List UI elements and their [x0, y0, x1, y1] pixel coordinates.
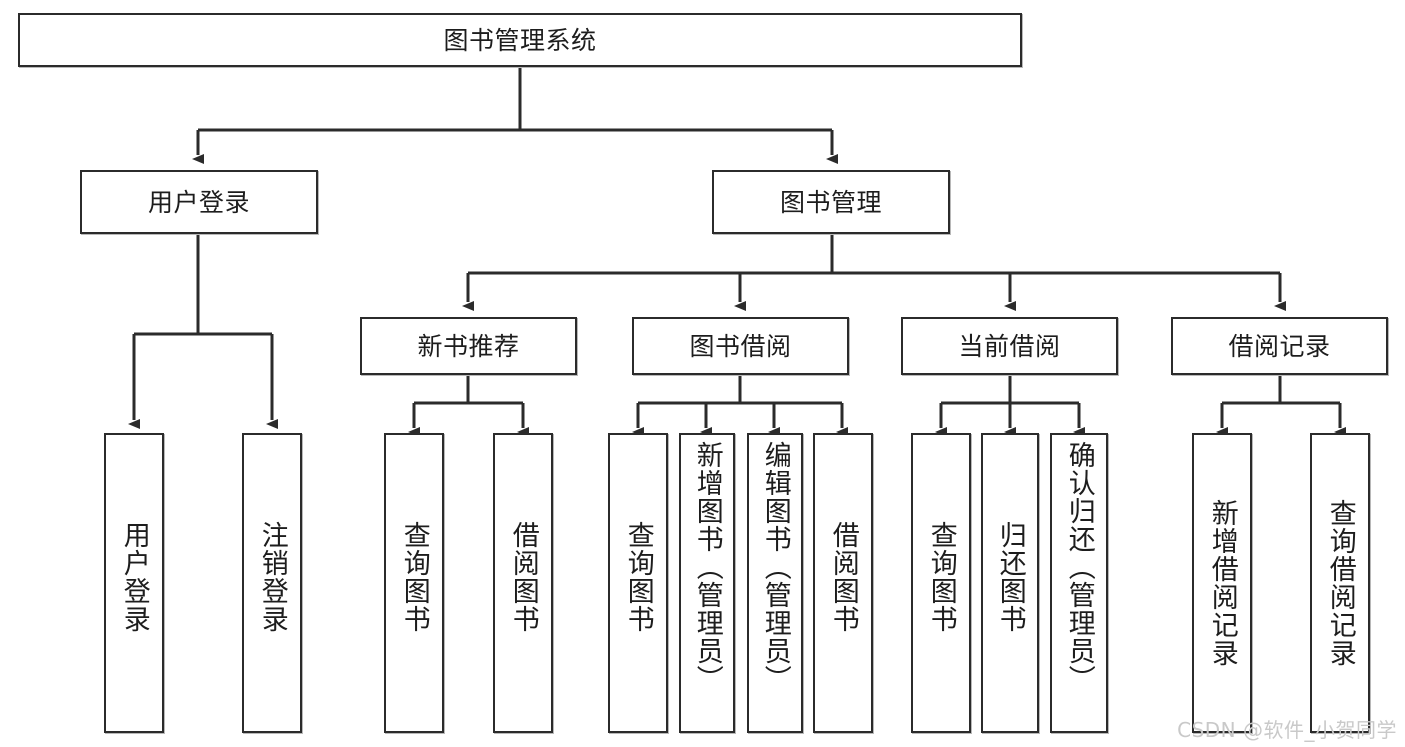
node-label: 查询图书 [925, 521, 957, 633]
node-label: 用户登录 [147, 187, 250, 217]
node-label: 图书借阅 [689, 331, 792, 361]
node-label: 查询图书 [398, 521, 430, 633]
node-new-book-recommendation[interactable]: 新书推荐 [360, 317, 577, 375]
node-label: 借阅记录 [1228, 331, 1331, 361]
node-label: 新书推荐 [417, 331, 520, 361]
leaf-user-login[interactable]: 用户登录 [104, 433, 164, 733]
node-book-management[interactable]: 图书管理 [712, 170, 950, 234]
leaf-edit-book-admin[interactable]: 编辑图书（管理员） [747, 433, 803, 733]
leaf-borrow-book-bb[interactable]: 借阅图书 [813, 433, 873, 733]
node-label: 新增借阅记录 [1206, 499, 1238, 667]
leaf-return-book[interactable]: 归还图书 [981, 433, 1039, 733]
leaf-query-borrowing-record[interactable]: 查询借阅记录 [1310, 433, 1370, 733]
node-user-login[interactable]: 用户登录 [80, 170, 318, 234]
node-label: 查询借阅记录 [1324, 499, 1356, 667]
node-label: 用户登录 [118, 521, 150, 633]
node-label: 注销登录 [256, 521, 288, 633]
node-label: 确认归还（管理员） [1063, 441, 1095, 693]
node-label: 归还图书 [994, 521, 1026, 633]
leaf-query-book-cb[interactable]: 查询图书 [911, 433, 971, 733]
leaf-logout[interactable]: 注销登录 [242, 433, 302, 733]
node-label: 新增图书（管理员） [691, 441, 723, 693]
node-label: 查询图书 [622, 521, 654, 633]
node-current-borrowing[interactable]: 当前借阅 [901, 317, 1118, 375]
node-label: 当前借阅 [958, 331, 1061, 361]
leaf-query-book-bb[interactable]: 查询图书 [608, 433, 668, 733]
leaf-borrow-book-nbr[interactable]: 借阅图书 [493, 433, 553, 733]
node-root-book-management-system[interactable]: 图书管理系统 [18, 13, 1022, 67]
node-label: 图书管理 [779, 187, 882, 217]
node-borrowing-records[interactable]: 借阅记录 [1171, 317, 1388, 375]
leaf-add-book-admin[interactable]: 新增图书（管理员） [679, 433, 735, 733]
node-label: 编辑图书（管理员） [759, 441, 791, 693]
node-label: 借阅图书 [827, 521, 859, 633]
leaf-add-borrowing-record[interactable]: 新增借阅记录 [1192, 433, 1252, 733]
node-label: 借阅图书 [507, 521, 539, 633]
leaf-confirm-return-admin[interactable]: 确认归还（管理员） [1050, 433, 1108, 733]
leaf-query-book-nbr[interactable]: 查询图书 [384, 433, 444, 733]
node-label: 图书管理系统 [443, 25, 597, 55]
node-book-borrowing[interactable]: 图书借阅 [632, 317, 849, 375]
csdn-watermark: CSDN @软件_小贺同学 [1177, 718, 1397, 742]
